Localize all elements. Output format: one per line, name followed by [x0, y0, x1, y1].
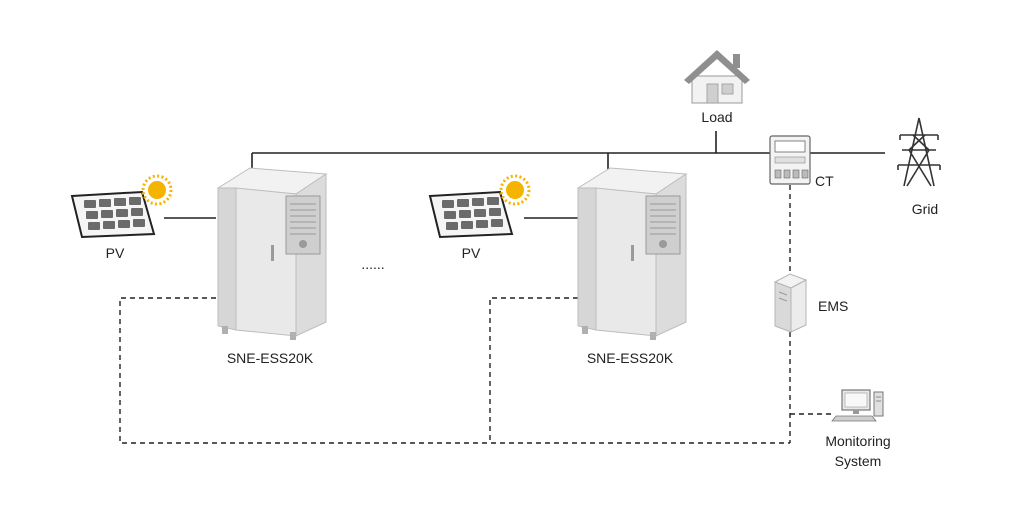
ess-cabinet-icon-2 — [576, 167, 688, 340]
ems-label: EMS — [818, 298, 848, 314]
sun-icon-1 — [141, 174, 173, 206]
ct-label: CT — [815, 173, 834, 189]
pv-label-1: PV — [106, 245, 125, 261]
monitoring-label-line2: System — [835, 453, 882, 469]
ct-meter-icon — [769, 135, 811, 185]
ellipsis-label: ...... — [361, 256, 384, 272]
pv-label-2: PV — [462, 245, 481, 261]
grid-label: Grid — [912, 201, 938, 217]
comm-line-ess-1 — [119, 297, 790, 444]
solar-panel-icon-1 — [70, 190, 156, 239]
sun-icon-2 — [499, 174, 531, 206]
ess-cabinet-icon-1 — [216, 167, 328, 340]
monitoring-label-line1: Monitoring — [825, 433, 890, 449]
house-icon — [684, 50, 750, 104]
solar-panel-icon-2 — [428, 190, 514, 239]
transmission-tower-icon — [897, 117, 941, 187]
ess-label-1: SNE-ESS20K — [227, 350, 314, 366]
comm-lines — [119, 185, 832, 444]
ems-server-icon — [773, 273, 808, 333]
computer-icon — [831, 389, 884, 422]
ess-label-2: SNE-ESS20K — [587, 350, 674, 366]
comm-line-ess-2 — [489, 297, 578, 443]
load-label: Load — [701, 109, 732, 125]
